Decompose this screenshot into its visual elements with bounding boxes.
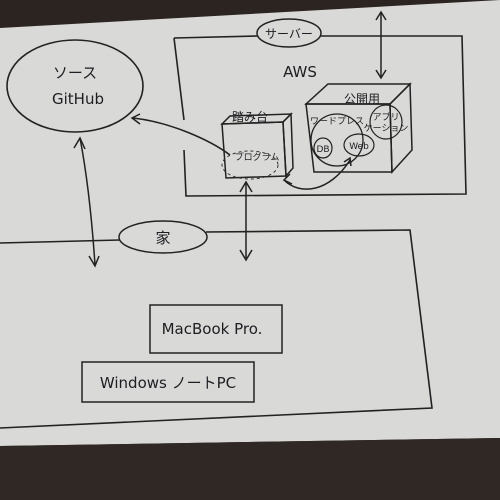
source-node (6, 39, 144, 133)
source-label-github: GitHub (52, 90, 104, 108)
public-server-title: 公開用 (344, 92, 380, 106)
app-label: アプリ (372, 112, 399, 123)
web-bubble (343, 133, 375, 157)
macbook-label: MacBook Pro. (162, 320, 263, 338)
wordpress-label: ワードプレス (310, 116, 364, 127)
step-server-cube (220, 112, 294, 179)
program-dashed-outline (221, 150, 279, 180)
windows-box (81, 361, 255, 403)
app-bubble (369, 104, 403, 140)
server-label: サーバー (265, 27, 313, 41)
home-label: 家 (155, 229, 170, 247)
web-label: Web (349, 142, 369, 152)
table-strip (0, 438, 500, 500)
wordpress-bubble (310, 113, 364, 167)
server-sublabel: AWS (283, 63, 317, 81)
db-bubble (313, 137, 333, 159)
db-label: DB (316, 145, 329, 155)
github-home-arrow (79, 137, 96, 266)
home-label-bubble (118, 220, 208, 254)
public-server-cube (304, 82, 413, 174)
server-box (173, 35, 467, 197)
paper-sheet (0, 0, 500, 446)
macbook-box (149, 304, 283, 354)
source-label-jp: ソース (53, 64, 97, 82)
github-step-arrow (132, 117, 231, 156)
step-server-title: 踏み台 (232, 109, 268, 124)
connectors (73, 10, 387, 268)
windows-label: Windows ノートPC (100, 374, 236, 392)
home-box (0, 229, 433, 429)
step-public-arrow (283, 159, 351, 190)
step-server-program: プログラム (235, 151, 280, 163)
server-label-bubble (256, 18, 322, 48)
app-label-2: ケーション (364, 123, 409, 134)
